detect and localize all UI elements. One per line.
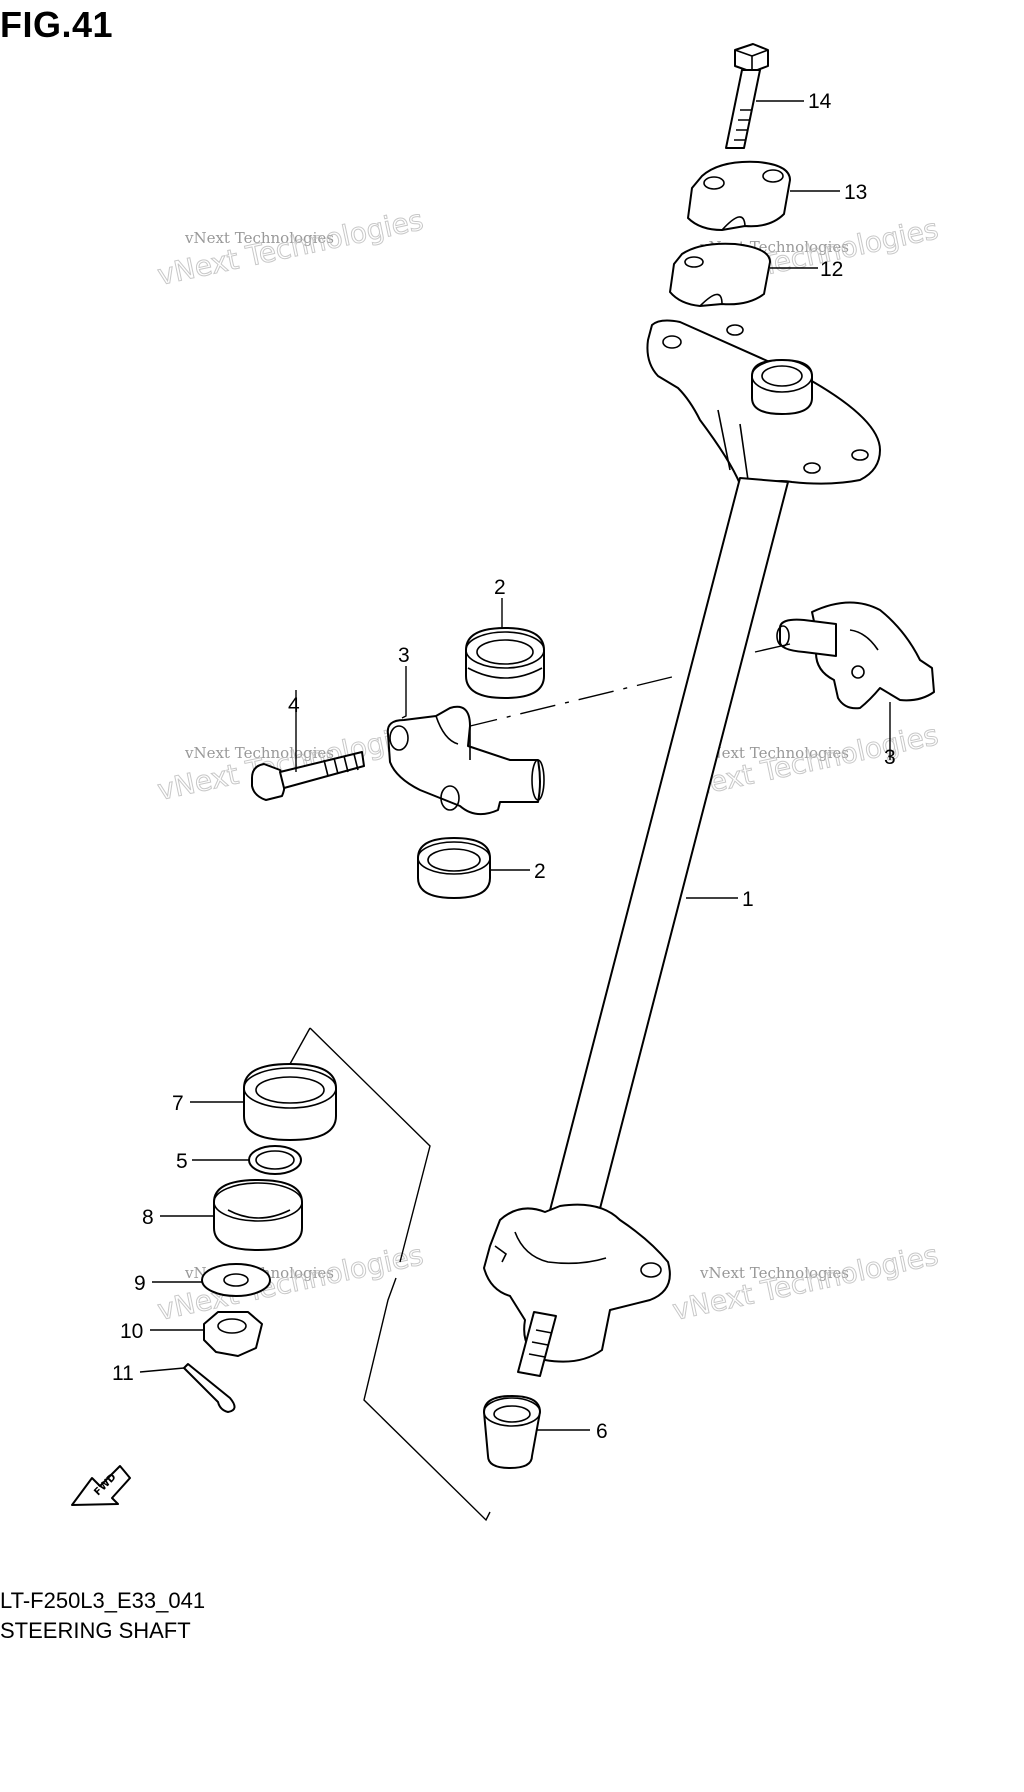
part-3-holder-right xyxy=(776,601,935,760)
assembly-outline xyxy=(289,1027,491,1522)
part-5-o-ring xyxy=(192,1145,302,1175)
callout-6: 6 xyxy=(596,1420,608,1443)
part-7-seal xyxy=(190,1063,337,1141)
centerline-holder xyxy=(461,643,791,729)
callout-3-right: 3 xyxy=(884,746,896,769)
fwd-arrow-icon: FWD xyxy=(71,1465,131,1506)
watermark-big-text: vNext Technologies xyxy=(155,203,427,292)
callout-2-upper: 2 xyxy=(494,576,506,599)
watermark-3: vNext Technologies vNext Technologies xyxy=(154,718,427,808)
part-14-bolt xyxy=(725,43,769,149)
watermark-small-text: vNext Technologies xyxy=(184,229,334,247)
watermark-big-text: vNext Technologies xyxy=(155,718,427,807)
callout-9: 9 xyxy=(134,1272,146,1295)
watermark-small-text: vNext Technologies xyxy=(699,744,849,762)
part-10-nut xyxy=(150,1311,263,1357)
part-12-lower-holder xyxy=(669,242,771,307)
watermark-6: vNext Technologies vNext Technologies xyxy=(669,1238,942,1328)
part-11-cotter-pin xyxy=(139,1363,236,1413)
model-code: LT-F250L3_E33_041 xyxy=(0,1588,206,1613)
watermark-small-text: vNext Technologies xyxy=(699,1264,849,1282)
callout-labels: 14 13 12 2 3 4 3 2 1 7 5 8 9 10 11 6 xyxy=(112,90,896,1443)
callout-12: 12 xyxy=(820,258,843,281)
part-6-bushing xyxy=(483,1395,590,1469)
watermark-big-text: vNext Technologies xyxy=(670,1238,942,1327)
callout-5: 5 xyxy=(176,1150,188,1173)
callout-10: 10 xyxy=(120,1320,143,1343)
callout-13: 13 xyxy=(844,181,867,204)
part-1-steering-shaft xyxy=(483,319,881,1377)
callout-2-lower: 2 xyxy=(534,860,546,883)
part-name: STEERING SHAFT xyxy=(0,1618,191,1643)
part-2-bushing-upper xyxy=(465,598,545,699)
callout-11: 11 xyxy=(112,1362,134,1385)
callout-3-left: 3 xyxy=(398,644,410,667)
part-2-bushing-lower xyxy=(417,837,530,899)
part-13-upper-holder xyxy=(687,160,791,231)
callout-4: 4 xyxy=(288,694,300,717)
part-9-washer xyxy=(152,1263,271,1297)
figure-title: FIG.41 xyxy=(0,4,114,45)
part-3-holder-left xyxy=(386,666,545,816)
part-4-bolt xyxy=(251,690,365,801)
watermark-1: vNext Technologies vNext Technologies xyxy=(154,203,427,293)
part-8-bearing xyxy=(160,1179,303,1251)
callout-14: 14 xyxy=(808,90,832,113)
callout-8: 8 xyxy=(142,1206,154,1229)
callout-1: 1 xyxy=(742,888,754,911)
callout-7: 7 xyxy=(172,1092,184,1115)
